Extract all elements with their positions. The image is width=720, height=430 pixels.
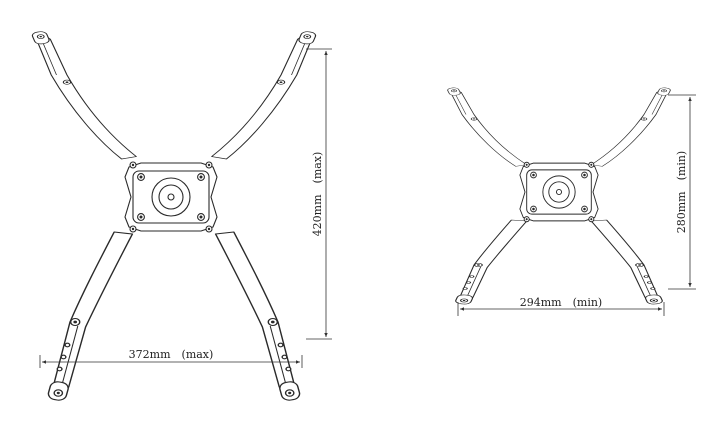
bracket-min-width-label: 294mm (min) — [520, 296, 602, 309]
bracket-max-height-dimension: 420mm (max) — [306, 48, 332, 340]
bracket-max-width-dimension: 372mm (max) — [39, 348, 303, 368]
bracket-min-width-dimension: 294mm (min) — [457, 296, 665, 316]
bracket-min-arm-lower-right — [590, 219, 665, 306]
bracket-min: 294mm (min) 280mm (min) — [446, 86, 696, 316]
bracket-max-arm-lower-right — [214, 231, 302, 402]
bracket-min-arm-upper-right — [590, 86, 672, 167]
bracket-max-arm-upper-right — [211, 30, 318, 160]
bracket-max-center-plate — [124, 161, 218, 233]
bracket-max: 372mm (max) 420mm (max) — [30, 30, 332, 402]
bracket-max-width-label: 372mm (max) — [129, 348, 214, 361]
bracket-min-arm-upper-left — [446, 86, 528, 167]
bracket-max-height-label: 420mm (max) — [311, 152, 324, 237]
bracket-min-center-plate — [519, 161, 599, 223]
bracket-min-height-dimension: 280mm (min) — [668, 94, 696, 290]
bracket-min-arm-lower-left — [453, 219, 528, 306]
bracket-max-arm-upper-left — [30, 30, 137, 160]
bracket-min-height-label: 280mm (min) — [675, 151, 688, 233]
bracket-max-arm-lower-left — [46, 231, 134, 402]
